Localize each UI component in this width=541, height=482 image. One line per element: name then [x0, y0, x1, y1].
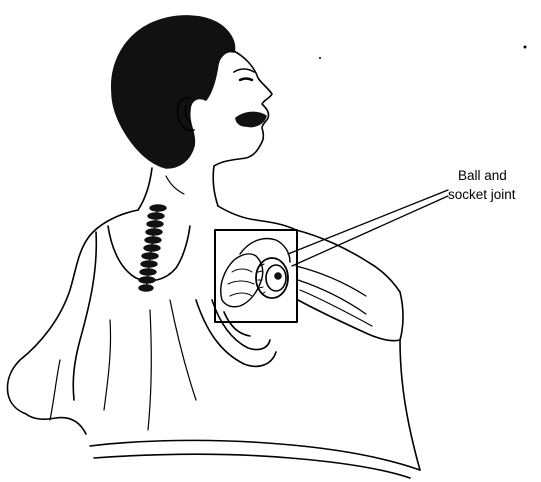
stray-dot — [319, 57, 321, 59]
eyebrow — [234, 69, 254, 72]
stray-dot — [524, 46, 527, 49]
hair — [112, 16, 235, 168]
face-profile — [214, 50, 272, 166]
mustache — [236, 112, 266, 126]
callout-leaders — [288, 190, 448, 266]
ball-and-socket-joint — [256, 258, 288, 298]
eye — [240, 79, 252, 81]
joint-socket — [256, 258, 288, 298]
torso — [8, 206, 421, 478]
head — [112, 16, 272, 168]
raised-arm-lower — [298, 300, 400, 341]
neck — [138, 166, 218, 210]
label-line-1: Ball and — [458, 168, 507, 183]
label-line-2: socket joint — [448, 187, 516, 202]
joint-label: Ball and socket joint — [448, 168, 516, 202]
raised-arm-upper — [296, 230, 400, 292]
